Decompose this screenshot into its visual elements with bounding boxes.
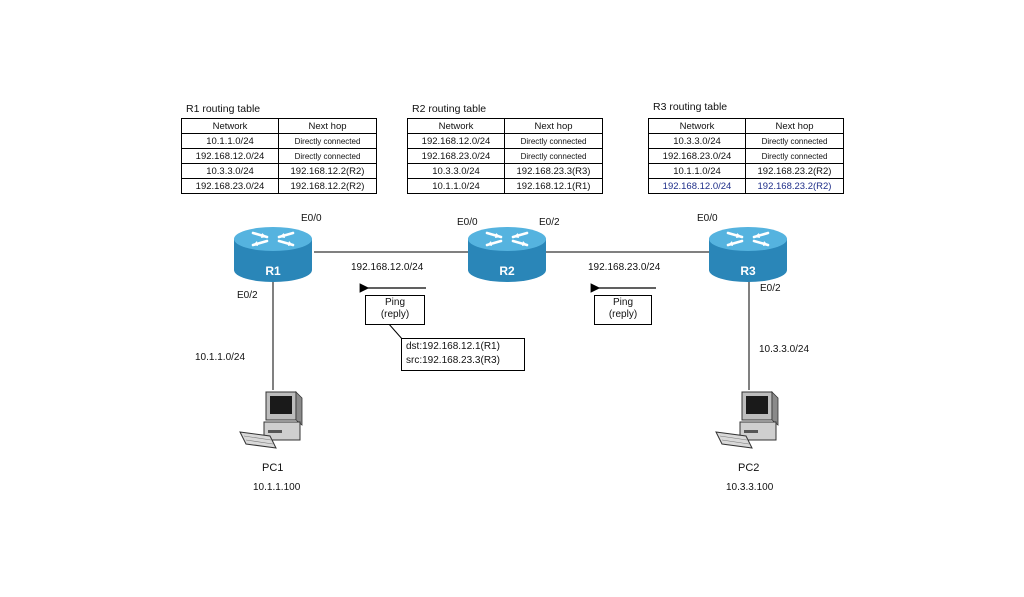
pc1-computer-icon [239,391,303,449]
r3-e02-label: E0/2 [760,283,781,294]
packet-callout: dst:192.168.12.1(R1) src:192.168.23.3(R3… [401,338,525,371]
router-r2-label: R2 [499,264,515,278]
reply-label: (reply) [380,309,410,320]
callout-pointer [387,322,404,341]
next-hop-cell: 192.168.12.2(R2) [278,178,377,194]
callout-dst: dst:192.168.12.1(R1) [406,341,500,352]
r1-routing-table-title: R1 routing table [186,103,261,115]
r1-e02-label: E0/2 [237,290,258,301]
network-pc2-lan-label: 10.3.3.0/24 [759,344,810,355]
router-r3-label: R3 [740,264,756,278]
pc1-ip-label: 10.1.1.100 [253,482,301,493]
r3-routing-table-title: R3 routing table [653,101,728,113]
r2-e02-label: E0/2 [539,217,560,228]
network-r2-r3-label: 192.168.23.0/24 [588,262,661,273]
ping-reply-label-left: Ping (reply) [365,295,425,325]
ping-label: Ping [384,297,405,308]
router-r1-label: R1 [265,264,281,278]
pc2-ip-label: 10.3.3.100 [726,482,774,493]
reply-label: (reply) [608,309,638,320]
network-r1-r2-label: 192.168.12.0/24 [351,262,424,273]
pc2-computer-icon [715,391,779,449]
r3-e00-label: E0/0 [697,213,718,224]
r2-routing-table-title: R2 routing table [412,103,487,115]
ping-reply-label-right: Ping (reply) [594,295,652,325]
next-hop-cell: 192.168.12.1(R1) [504,178,603,194]
pc1-name-label: PC1 [262,462,284,474]
ping-label: Ping [612,297,633,308]
r2-e00-label: E0/0 [457,217,478,228]
callout-src: src:192.168.23.3(R3) [406,355,500,366]
next-hop-cell: 192.168.23.2(R2) [745,178,844,194]
r1-e00-label: E0/0 [301,213,322,224]
pc2-name-label: PC2 [738,462,760,474]
network-pc1-lan-label: 10.1.1.0/24 [195,352,246,363]
